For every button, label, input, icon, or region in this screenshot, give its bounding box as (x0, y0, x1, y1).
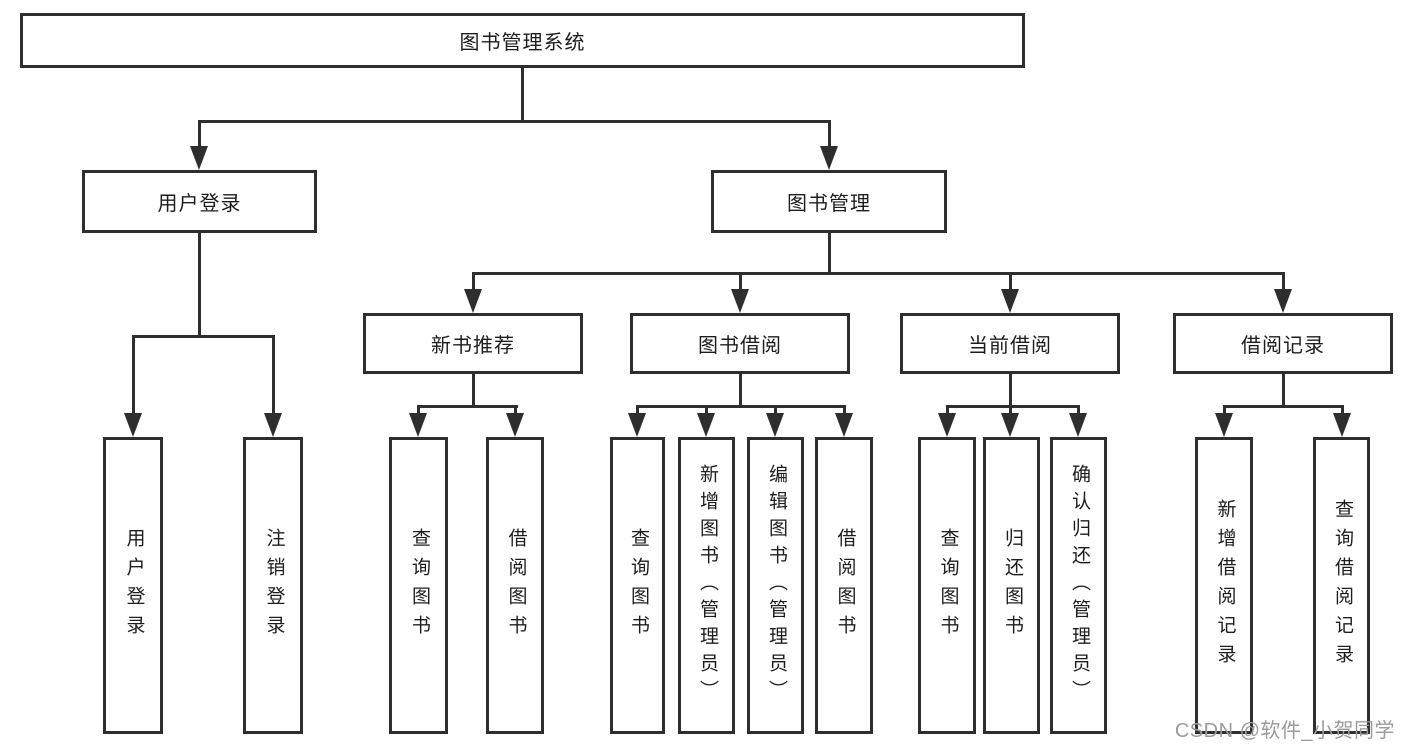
connector-line (472, 272, 1285, 275)
node-new-book-recommend: 新书推荐 (363, 313, 583, 374)
node-book-management: 图书管理 (711, 170, 947, 233)
arrowhead-down (1069, 413, 1087, 437)
leaf-edit-book-admin: 编辑图书（管理员） (747, 437, 804, 734)
arrowhead-down (628, 413, 646, 437)
connector-line (828, 233, 831, 275)
node-current-borrowing: 当前借阅 (900, 313, 1120, 374)
connector-line (843, 405, 846, 419)
connector-line (514, 405, 517, 419)
connector-line (739, 272, 742, 292)
connector-line (417, 405, 518, 408)
arrowhead-down (506, 413, 524, 437)
arrowhead-down (264, 413, 282, 437)
arrowhead-down (731, 289, 749, 313)
connector-line (1341, 405, 1344, 419)
connector-line (774, 405, 777, 419)
connector-line (132, 335, 135, 417)
connector-line (472, 374, 475, 408)
arrowhead-down (1215, 413, 1233, 437)
connector-line (1077, 405, 1080, 419)
leaf-query-books-recommend: 查询图书 (389, 437, 448, 734)
connector-line (1009, 405, 1012, 419)
arrowhead-down (1274, 289, 1292, 313)
leaf-return-books: 归还图书 (983, 437, 1040, 734)
arrowhead-down (1001, 289, 1019, 313)
connector-line (739, 374, 742, 408)
arrowhead-down (938, 413, 956, 437)
connector-line (705, 405, 708, 419)
leaf-add-book-admin: 新增图书（管理员） (678, 437, 735, 734)
connector-line (946, 405, 1080, 408)
arrowhead-down (464, 289, 482, 313)
connector-line (472, 272, 475, 292)
arrowhead-down (124, 413, 142, 437)
connector-line (198, 233, 201, 335)
connector-line (1009, 272, 1012, 292)
leaf-user-login: 用户登录 (103, 437, 163, 734)
connector-line (1223, 405, 1226, 419)
connector-line (636, 405, 639, 419)
connector-line (521, 68, 524, 122)
node-user-login: 用户登录 (82, 170, 317, 233)
connector-line (1223, 405, 1344, 408)
leaf-query-books-current: 查询图书 (918, 437, 976, 734)
arrowhead-down (409, 413, 427, 437)
connector-line (272, 335, 275, 417)
connector-line (198, 120, 831, 123)
arrowhead-down (766, 413, 784, 437)
arrowhead-down (190, 146, 208, 170)
arrowhead-down (820, 146, 838, 170)
leaf-confirm-return-admin: 确认归还（管理员） (1050, 437, 1107, 734)
node-root: 图书管理系统 (20, 13, 1025, 68)
arrowhead-down (697, 413, 715, 437)
leaf-borrow-books-borrowing: 借阅图书 (815, 437, 873, 734)
connector-line (1282, 272, 1285, 292)
arrowhead-down (835, 413, 853, 437)
csdn-watermark: CSDN @软件_小贺同学 (1174, 720, 1395, 742)
connector-line (828, 120, 831, 152)
node-book-borrowing: 图书借阅 (630, 313, 850, 374)
connector-line (636, 405, 846, 408)
leaf-query-borrow-record: 查询借阅记录 (1313, 437, 1370, 734)
connector-line (198, 120, 201, 152)
leaf-logout: 注销登录 (243, 437, 303, 734)
connector-line (946, 405, 949, 419)
connector-line (417, 405, 420, 419)
arrowhead-down (1001, 413, 1019, 437)
leaf-borrow-books-recommend: 借阅图书 (486, 437, 544, 734)
connector-line (1009, 374, 1012, 408)
connector-line (1282, 374, 1285, 408)
leaf-query-books-borrowing: 查询图书 (610, 437, 665, 734)
arrowhead-down (1333, 413, 1351, 437)
leaf-add-borrow-record: 新增借阅记录 (1195, 437, 1253, 734)
connector-line (132, 335, 275, 338)
node-borrow-records: 借阅记录 (1173, 313, 1393, 374)
